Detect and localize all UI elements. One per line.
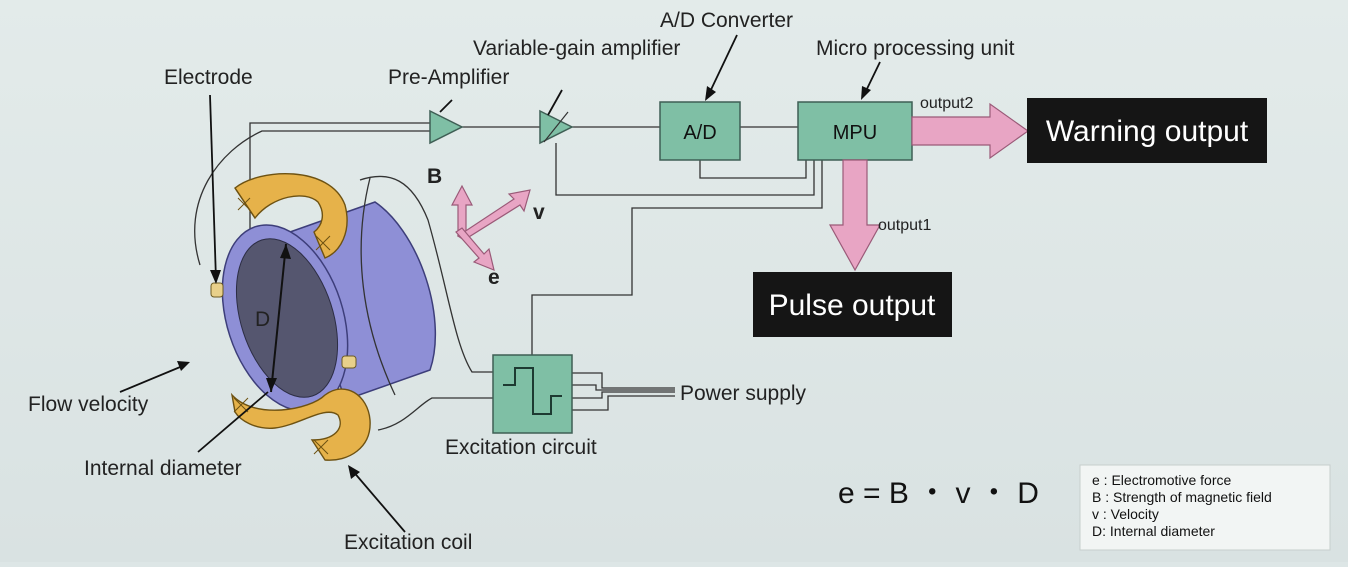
warning-output-label: Warning output — [1046, 115, 1249, 148]
vector-v-label: v — [533, 201, 545, 224]
pulse-output-label: Pulse output — [769, 289, 936, 322]
label-pre-amplifier: Pre-Amplifier — [388, 66, 509, 89]
vector-b-label: B — [427, 165, 442, 188]
output1-arrow — [828, 159, 882, 272]
excitation-coil-bottom — [230, 388, 371, 461]
label-power-supply: Power supply — [680, 382, 807, 405]
diameter-symbol: D — [255, 308, 270, 331]
label-flow-velocity: Flow velocity — [28, 393, 149, 416]
label-output2: output2 — [920, 95, 973, 112]
excitation-coil-top — [234, 173, 348, 259]
flow-tube — [221, 177, 437, 412]
legend-item-d: D: Internal diameter — [1092, 523, 1215, 539]
ad-block-label: A/D — [683, 122, 716, 144]
output2-arrow — [911, 102, 1030, 160]
vector-triad: B v e — [427, 165, 545, 289]
label-electrode: Electrode — [164, 66, 253, 89]
legend-box: e : Electromotive force B : Strength of … — [1079, 464, 1331, 551]
warning-output-box: Warning output — [1027, 98, 1267, 163]
legend-item-e: e : Electromotive force — [1092, 472, 1231, 488]
diameter-indicator: D — [255, 243, 291, 393]
ad-converter-block: A/D — [659, 101, 741, 161]
legend-item-v: v : Velocity — [1092, 506, 1159, 522]
label-micro-processing-unit: Micro processing unit — [816, 37, 1015, 60]
electrode-bottom — [341, 355, 357, 369]
variable-gain-amplifier — [539, 109, 574, 145]
excitation-circuit-block — [492, 354, 573, 434]
vector-e-label: e — [488, 266, 500, 289]
pre-amplifier — [429, 109, 464, 145]
mpu-block: MPU — [797, 101, 913, 161]
label-ad-converter: A/D Converter — [660, 9, 793, 32]
legend-item-b: B : Strength of magnetic field — [1092, 489, 1272, 505]
label-output1: output1 — [878, 217, 931, 234]
label-excitation-coil: Excitation coil — [344, 531, 472, 554]
electrode-top — [210, 282, 224, 298]
formula: e = B ・ v ・ D — [838, 477, 1039, 510]
pulse-output-box: Pulse output — [753, 272, 952, 337]
signal-wires — [194, 122, 823, 431]
mpu-block-label: MPU — [833, 122, 877, 144]
label-variable-gain-amplifier: Variable-gain amplifier — [473, 37, 680, 60]
label-internal-diameter: Internal diameter — [84, 457, 242, 480]
label-pointers — [119, 34, 881, 533]
label-excitation-circuit: Excitation circuit — [445, 436, 597, 459]
